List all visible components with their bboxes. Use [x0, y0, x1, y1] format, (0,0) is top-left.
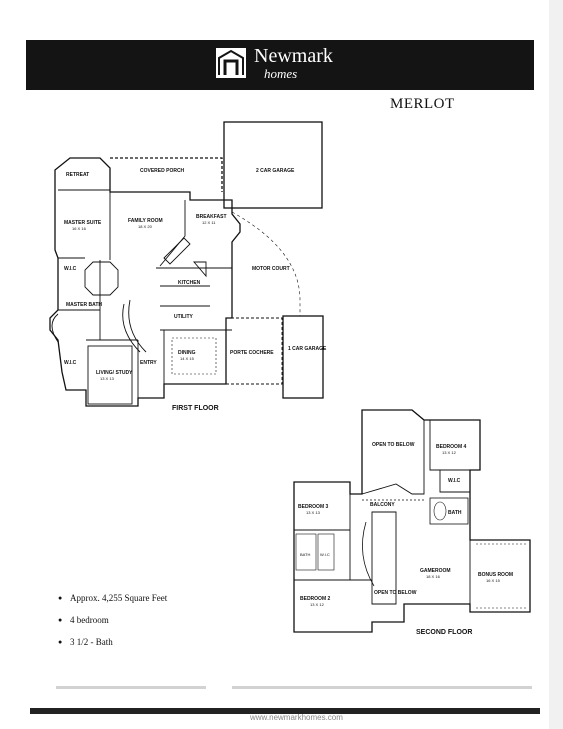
label-wic-2: W.I.C: [64, 360, 77, 366]
feature-item: Approx. 4,255 Square Feet: [58, 592, 167, 614]
label-breakfast: BREAKFAST: [196, 214, 227, 220]
label-breakfast-dim: 12 X 11: [202, 220, 216, 225]
porte-cochere-outline: [226, 317, 283, 385]
footer-url: www.newmarkhomes.com: [250, 713, 343, 722]
first-floor-walls: [58, 189, 232, 406]
label-bonus-room: BONUS ROOM: [478, 572, 513, 578]
label-bedroom-2: BEDROOM 2: [300, 596, 331, 602]
open-below-top: [361, 409, 425, 495]
label-wic-upper: W.I.C: [448, 478, 461, 484]
plan-name: MERLOT: [390, 96, 455, 112]
label-gameroom-dim: 18 X 16: [426, 574, 441, 579]
first-floor-outline: [49, 157, 241, 407]
page-edge-shadow: [549, 0, 563, 729]
label-master-suite: MASTER SUITE: [64, 220, 102, 226]
label-covered-porch: COVERED PORCH: [140, 168, 185, 174]
label-bonus-room-dim: 16 X 15: [486, 578, 501, 583]
feature-list: Approx. 4,255 Square Feet 4 bedroom 3 1/…: [58, 592, 167, 658]
label-dining: DINING: [178, 350, 196, 356]
label-1car-garage: 1 CAR GARAGE: [288, 346, 327, 352]
label-kitchen: KITCHEN: [178, 280, 201, 286]
newmark-logo-icon: [216, 48, 246, 78]
master-tub-shape: [84, 261, 119, 296]
first-floor-title: FIRST FLOOR: [172, 405, 219, 412]
label-master-bath: MASTER BATH: [66, 302, 102, 308]
second-floor-title: SECOND FLOOR: [416, 629, 472, 636]
brand-sub: homes: [264, 66, 298, 81]
feature-item: 3 1/2 - Bath: [58, 636, 167, 658]
label-master-suite-dim: 16 X 16: [72, 226, 87, 231]
feature-item: 4 bedroom: [58, 614, 167, 636]
label-open-below-1: OPEN TO BELOW: [372, 442, 415, 448]
covered-porch-outline: [110, 157, 223, 192]
footer-bar: [30, 708, 540, 714]
label-2car-garage: 2 CAR GARAGE: [256, 168, 295, 174]
label-bedroom-4-dim: 13 X 12: [442, 450, 457, 455]
brand-name: Newmark: [254, 45, 333, 67]
label-bath-upper: BATH: [448, 510, 462, 516]
label-living-study-dim: 13 X 13: [100, 376, 115, 381]
label-bedroom-3-dim: 13 X 13: [306, 510, 321, 515]
label-bedroom-3: BEDROOM 3: [298, 504, 329, 510]
label-bath-2: BATH: [300, 552, 310, 557]
label-motor-court: MOTOR COURT: [252, 266, 290, 272]
label-family-room: FAMILY ROOM: [128, 218, 163, 224]
label-porte-cochere: PORTE COCHERE: [230, 350, 274, 356]
garage-2car-outline: [223, 121, 323, 209]
brand-banner: Newmark homes: [26, 40, 534, 90]
second-floor-labels: OPEN TO BELOW BEDROOM 4 13 X 12 W.I.C BA…: [298, 442, 513, 636]
label-balcony: BALCONY: [370, 502, 395, 508]
first-floor-labels: RETREAT COVERED PORCH 2 CAR GARAGE MASTE…: [64, 168, 327, 412]
label-utility: UTILITY: [174, 314, 194, 320]
label-family-room-dim: 18 X 20: [138, 224, 153, 229]
label-bedroom-4: BEDROOM 4: [436, 444, 467, 450]
label-bedroom-2-dim: 13 X 12: [310, 602, 325, 607]
first-floor-plan: [49, 121, 324, 407]
label-open-below-2: OPEN TO BELOW: [374, 590, 417, 596]
label-wic-1: W.I.C: [64, 266, 77, 272]
fine-print-line: [232, 686, 532, 689]
label-dining-dim: 14 X 15: [180, 356, 195, 361]
label-gameroom: GAMEROOM: [420, 568, 451, 574]
label-wic-2-upper: W.I.C: [320, 552, 330, 557]
fine-print-line: [56, 686, 206, 689]
label-living-study: LIVING/ STUDY: [96, 370, 133, 376]
second-floor-plan: [293, 409, 531, 633]
label-entry: ENTRY: [140, 360, 157, 366]
garage-1car-outline: [282, 315, 324, 399]
label-retreat: RETREAT: [66, 172, 89, 178]
